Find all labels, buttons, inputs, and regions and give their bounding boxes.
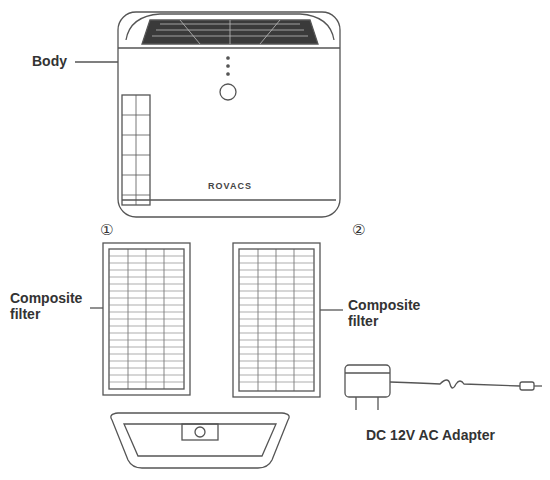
brand-logo: ROVACS bbox=[200, 181, 260, 191]
part-name: Composite filter bbox=[348, 297, 428, 329]
part-name: Body bbox=[32, 53, 77, 69]
callout-number: ② bbox=[352, 222, 374, 239]
callout-number: ① bbox=[100, 222, 122, 239]
part-name: Composite filter bbox=[10, 290, 90, 322]
part-name: DC 12V AC Adapter bbox=[366, 427, 536, 443]
